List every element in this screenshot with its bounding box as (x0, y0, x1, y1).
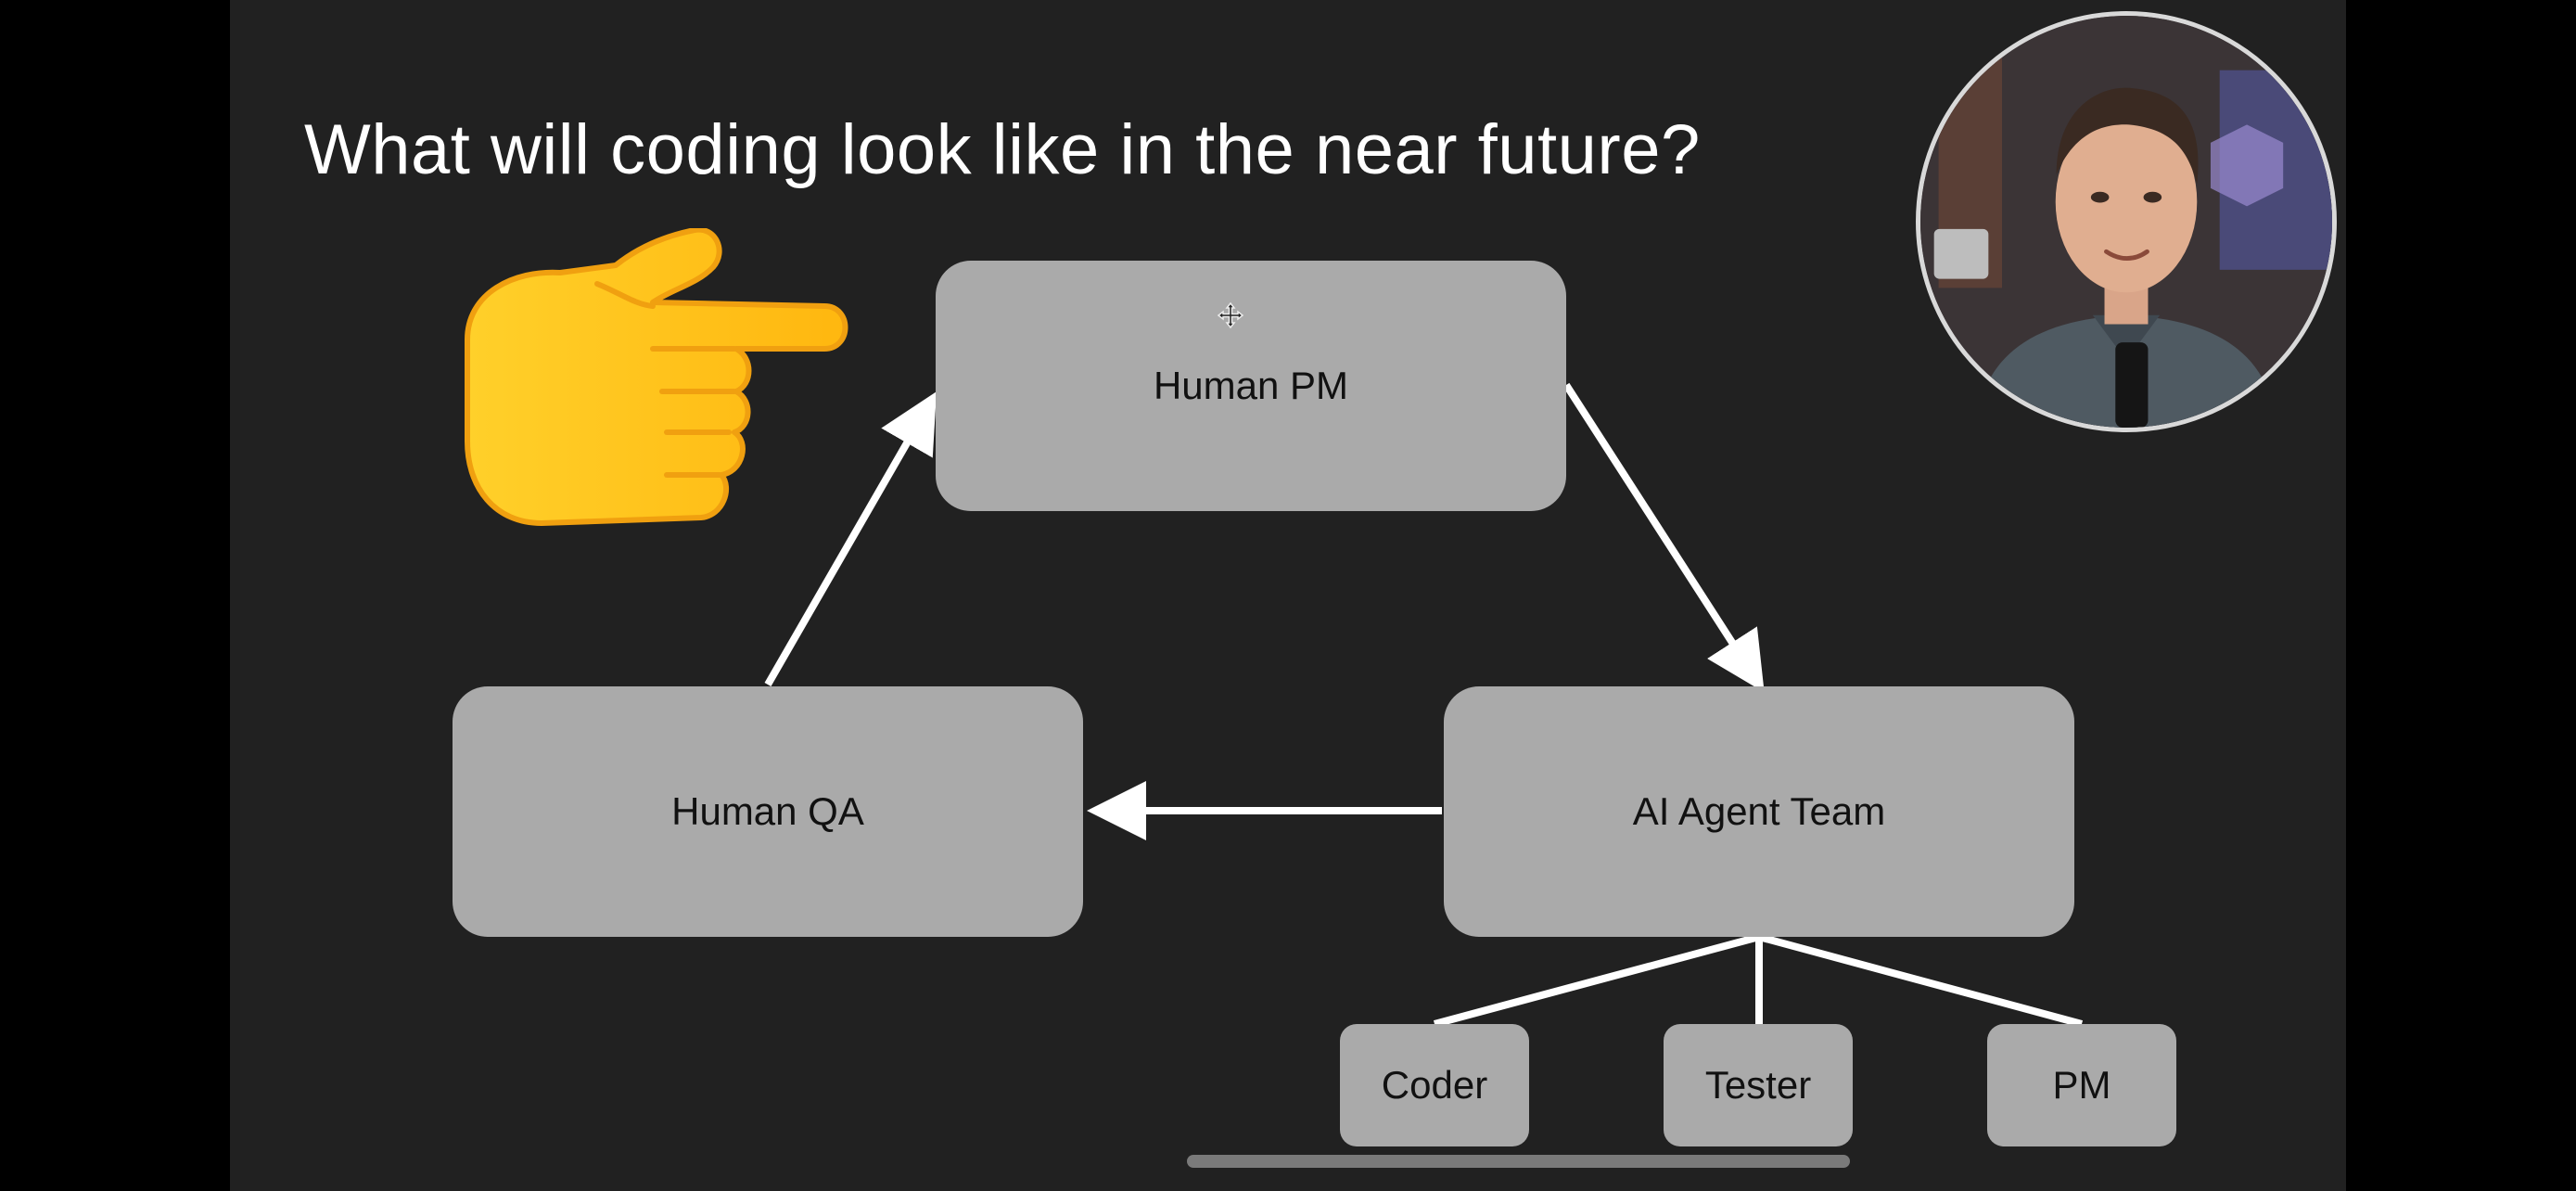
presenter-portrait-icon (1920, 16, 2332, 428)
node-coder: Coder (1340, 1024, 1529, 1146)
arrow-pm-to-ai-team (1562, 382, 1765, 693)
flow-connectors (764, 382, 2084, 1028)
node-tester-label: Tester (1704, 1063, 1812, 1107)
node-human-qa-label: Human QA (671, 789, 864, 833)
slide-title: What will coding look like in the near f… (304, 110, 1701, 189)
presenter-webcam (1916, 11, 2337, 432)
node-pm: PM (1987, 1024, 2176, 1146)
node-coder-label: Coder (1381, 1063, 1488, 1107)
branch-line-pm (1757, 933, 2084, 1028)
branch-line-coder (1433, 933, 1761, 1028)
pointing-hand-icon (465, 228, 848, 526)
move-cursor-icon (1217, 301, 1244, 329)
node-human-pm: Human PM (936, 261, 1566, 511)
node-human-qa: Human QA (453, 686, 1083, 937)
node-tester: Tester (1664, 1024, 1853, 1146)
presentation-slide: What will coding look like in the near f… (230, 0, 2346, 1191)
scroll-indicator[interactable] (1187, 1155, 1850, 1168)
node-pm-label: PM (2052, 1063, 2111, 1107)
node-ai-agent-team: AI Agent Team (1444, 686, 2074, 937)
node-ai-agent-team-label: AI Agent Team (1632, 789, 1886, 833)
arrow-qa-to-pm (764, 391, 937, 686)
node-human-pm-label: Human PM (1153, 364, 1349, 407)
